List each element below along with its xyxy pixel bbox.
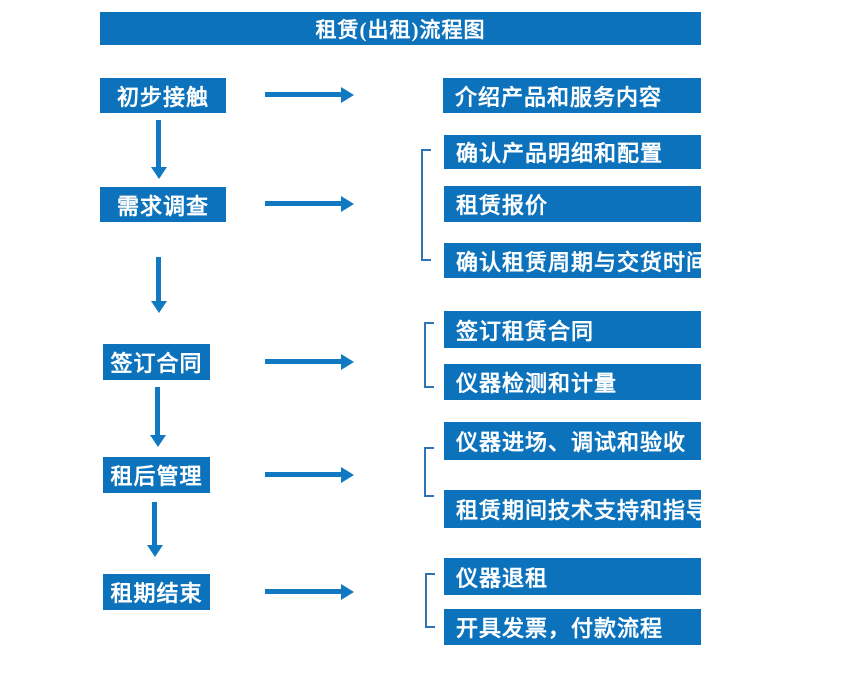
arrow-right-icon-5 bbox=[265, 589, 341, 594]
detail-box-rental-quotation: 租赁报价 bbox=[444, 186, 701, 222]
stage-box-rental-end: 租期结束 bbox=[103, 574, 210, 610]
arrow-right-icon-2 bbox=[265, 201, 341, 206]
arrow-down-icon-4 bbox=[152, 502, 157, 545]
stage-box-sign-contract: 签订合同 bbox=[103, 344, 210, 380]
detail-box-confirm-product-config: 确认产品明细和配置 bbox=[444, 135, 701, 169]
bracket-post-rental-group bbox=[424, 447, 434, 497]
diagram-title: 租赁(出租)流程图 bbox=[100, 12, 701, 45]
detail-box-instrument-testing: 仪器检测和计量 bbox=[444, 364, 701, 400]
detail-box-technical-support: 租赁期间技术支持和指导 bbox=[444, 490, 708, 528]
detail-box-sign-rental-contract: 签订租赁合同 bbox=[444, 311, 701, 348]
detail-box-confirm-rental-period: 确认租赁周期与交货时间 bbox=[444, 243, 708, 278]
bracket-demand-survey-group bbox=[421, 149, 431, 261]
bracket-sign-contract-group bbox=[424, 322, 434, 388]
stage-box-post-rental-management: 租后管理 bbox=[103, 457, 210, 493]
detail-box-instrument-return: 仪器退租 bbox=[444, 558, 701, 595]
detail-box-instrument-setup-acceptance: 仪器进场、调试和验收 bbox=[444, 422, 701, 460]
arrow-right-icon-1 bbox=[265, 92, 341, 97]
bracket-rental-end-group bbox=[425, 573, 435, 628]
arrow-down-icon-2 bbox=[156, 257, 161, 301]
arrow-down-icon-3 bbox=[155, 387, 160, 435]
detail-box-introduce-products: 介绍产品和服务内容 bbox=[443, 78, 701, 113]
detail-box-invoice-payment: 开具发票，付款流程 bbox=[444, 609, 701, 645]
arrow-right-icon-3 bbox=[265, 359, 341, 364]
stage-box-initial-contact: 初步接触 bbox=[100, 78, 226, 113]
stage-box-demand-survey: 需求调查 bbox=[100, 187, 226, 222]
arrow-right-icon-4 bbox=[265, 472, 341, 477]
arrow-down-icon-1 bbox=[156, 120, 161, 167]
